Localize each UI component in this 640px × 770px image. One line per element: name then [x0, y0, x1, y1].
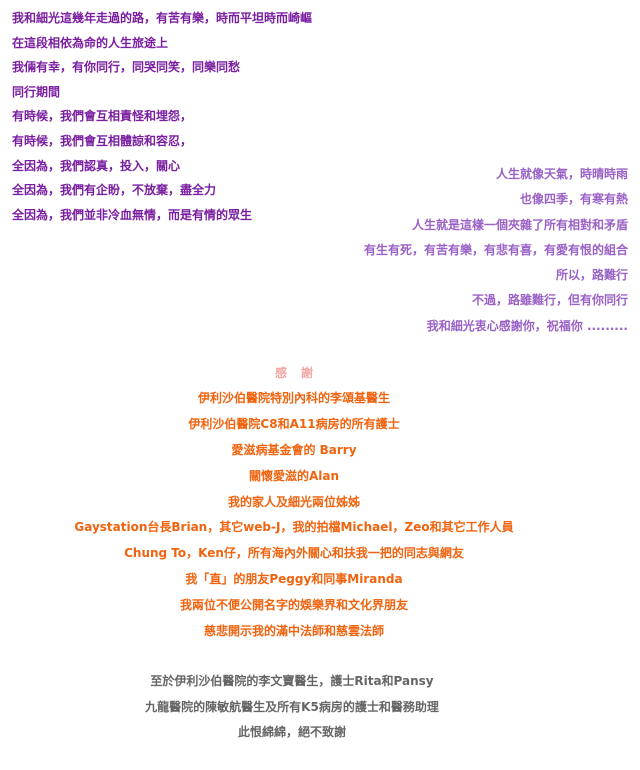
right-poem-line: 人生就是這樣一個夾雜了所有相對和矛盾 — [411, 217, 628, 232]
thanks-item: 慈悲開示我的滿中法師和慈雲法師 — [203, 624, 384, 639]
footer-line: 此恨綿綿，絕不致謝 — [237, 725, 346, 739]
thanks-item: 伊利沙伯醫院特別內科的李頌基醫生 — [197, 391, 390, 405]
footer-line: 至於伊利沙伯醫院的李文寶醫生，護士Rita和Pansy — [150, 674, 434, 688]
footer-line: 九龍醫院的陳敏航醫生及所有K5病房的護士和醫務助理 — [145, 699, 439, 714]
right-poem-line: 人生就像天氣，時晴時雨 — [495, 167, 628, 181]
left-poem-line: 同行期間 — [12, 84, 61, 99]
left-poem-line: 有時候，我們會互相責怪和埋怨， — [12, 109, 193, 124]
thanks-item: 伊利沙伯醫院C8和A11病房的所有護士 — [188, 416, 400, 431]
right-poem-line: 有生有死，有苦有樂，有悲有喜，有愛有恨的組合 — [363, 242, 628, 257]
left-poem-line: 有時候，我們會互相體諒和容忍， — [12, 133, 193, 148]
footer-note: 至於伊利沙伯醫院的李文寶醫生，護士Rita和Pansy 九龍醫院的陳敏航醫生及所… — [0, 671, 584, 748]
thanks-item: 關懷愛滋的Alan — [248, 468, 340, 483]
right-poem-line: 也像四季，有寒有熱 — [519, 192, 628, 207]
left-poem: 我和細光這幾年走過的路，有苦有樂，時而平坦時而崎嶇 在這段相依為命的人生旅途上 … — [12, 8, 432, 229]
thanks-item: 我兩位不便公開名字的娛樂界和文化界朋友 — [179, 598, 408, 613]
left-poem-line: 我和細光這幾年走過的路，有苦有樂，時而平坦時而崎嶇 — [12, 11, 313, 25]
thanks-item: 我的家人及細光兩位姊姊 — [227, 494, 360, 509]
left-poem-line: 全因為，我們有企盼，不放棄，盡全力 — [12, 183, 217, 198]
thanks-item: 愛滋病基金會的 Barry — [231, 442, 357, 457]
thanks-item: Gaystation台長Brian，其它web-J，我的拍檔Michael，Ze… — [74, 520, 514, 535]
right-poem-line: 我和細光衷心感謝你，祝福你 ......... — [426, 318, 628, 333]
thanks-section: 感謝 伊利沙伯醫院特別內科的李頌基醫生 伊利沙伯醫院C8和A11病房的所有護士 … — [0, 362, 588, 647]
thanks-item: 我「直」的朋友Peggy和同事Miranda — [185, 572, 403, 587]
left-poem-line: 在這段相依為命的人生旅途上 — [12, 35, 169, 50]
right-poem-line: 不過，路雖難行，但有你同行 — [471, 293, 628, 308]
left-poem-line: 全因為，我們並非冷血無情，而是有情的眾生 — [12, 207, 253, 222]
right-poem: 人生就像天氣，時晴時雨 也像四季，有寒有熱 人生就是這樣一個夾雜了所有相對和矛盾… — [248, 164, 628, 341]
thanks-item: Chung To，Ken仔，所有海內外關心和扶我一把的同志與網友 — [124, 546, 464, 561]
right-poem-line: 所以，路難行 — [555, 268, 628, 283]
thanks-heading: 感謝 — [274, 366, 327, 380]
left-poem-line: 全因為，我們認真，投入，關心 — [12, 158, 181, 173]
left-poem-line: 我倆有幸，有你同行，同哭同笑，同樂同愁 — [12, 60, 241, 75]
